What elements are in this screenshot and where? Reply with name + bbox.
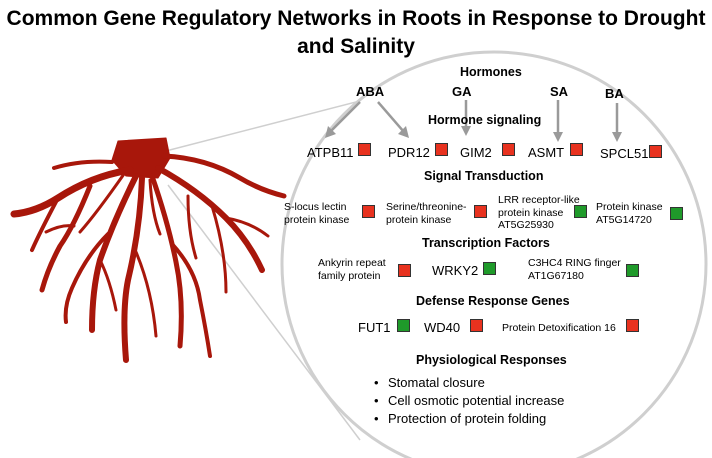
magnifier-circle [280,50,708,458]
arrowhead-gim2 [461,126,471,136]
gene-wd40: WD40 [424,320,461,335]
status-square-pdr12 [435,143,448,156]
status-square-lrr-receptor-kinase [574,205,587,218]
status-square-wd40 [470,319,483,332]
physiological-response-item: •Protection of protein folding [374,411,547,426]
status-square-spcl51 [649,145,662,158]
gene-pdr12: PDR12 [388,145,430,160]
figure-title-line2: and Salinity [297,35,415,58]
physiological-response-item: •Stomatal closure [374,375,485,390]
gene-serine-threonine-kinase: Serine/threonine- protein kinase [386,201,467,226]
status-square-atpb11 [358,143,371,156]
gene-s-locus-lectin: S-locus lectin protein kinase [284,201,350,226]
status-square-fut1 [397,319,410,332]
section-defense-response: Defense Response Genes [416,294,570,308]
status-square-c3hc4-ring-finger [626,264,639,277]
gene-protein-kinase-at5g14720: Protein kinase AT5G14720 [596,201,663,226]
status-square-protein-kinase-at5g14720 [670,207,683,220]
status-square-s-locus-lectin [362,205,375,218]
status-square-ankyrin-repeat [398,264,411,277]
section-hormone-signaling: Hormone signaling [428,113,542,127]
hormone-sa: SA [550,84,569,99]
section-transcription-factors: Transcription Factors [422,236,550,250]
gene-ankyrin-repeat: Ankyrin repeat family protein [318,257,386,282]
status-square-gim2 [502,143,515,156]
section-hormones: Hormones [460,65,522,79]
arrow-aba-pdr12 [377,101,405,133]
section-signal-transduction: Signal Transduction [424,169,544,183]
gene-c3hc4-ring-finger: C3HC4 RING finger AT1G67180 [528,257,621,282]
gene-protein-detoxification-16: Protein Detoxification 16 [502,322,616,334]
hormone-ga: GA [452,84,472,99]
arrowhead-spcl51 [612,132,622,142]
arrowhead-atpb11 [325,126,336,138]
status-square-wrky2 [483,262,496,275]
gene-asmt: ASMT [528,145,565,160]
status-square-protein-detoxification-16 [626,319,639,332]
arrow-heads [325,126,622,142]
hormone-aba: ABA [356,84,385,99]
gene-lrr-receptor-kinase: LRR receptor-like protein kinase AT5G259… [498,194,580,231]
arrowhead-pdr12 [398,126,409,138]
status-square-asmt [570,143,583,156]
root-illustration [10,137,287,363]
arrowhead-asmt [553,132,563,142]
hormone-ba: BA [605,86,624,101]
gene-spcl51: SPCL51 [600,146,649,161]
gene-fut1: FUT1 [358,320,391,335]
gene-wrky2: WRKY2 [432,263,479,278]
gene-atpb11: ATPB11 [307,145,354,160]
section-physiological-responses: Physiological Responses [416,353,567,367]
status-square-serine-threonine-kinase [474,205,487,218]
physiological-response-item: •Cell osmotic potential increase [374,393,565,408]
physiological-response-list: •Stomatal closure •Cell osmotic potentia… [374,374,564,428]
hormone-arrows [329,100,619,134]
gene-gim2: GIM2 [460,145,492,160]
arrow-aba-atpb11 [329,101,361,133]
figure-title-line1: Common Gene Regulatory Networks in Roots… [6,7,706,30]
